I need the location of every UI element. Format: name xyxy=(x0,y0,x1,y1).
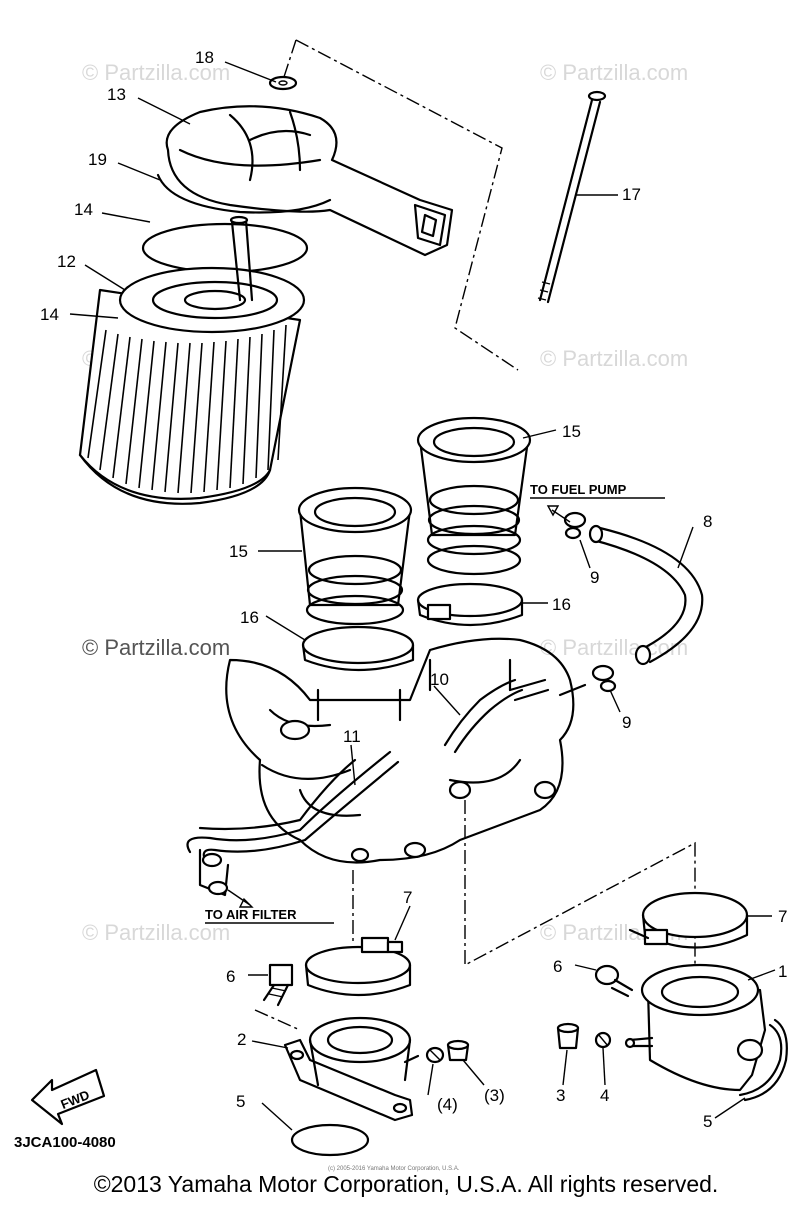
note-to-fuel-pump: TO FUEL PUMP xyxy=(530,482,665,499)
part-6-screw-left xyxy=(262,963,294,1007)
watermark: © Partzilla.com xyxy=(82,60,230,85)
to-air-filter-text: TO AIR FILTER xyxy=(205,907,297,922)
part-4-clip-left xyxy=(425,1046,445,1064)
part-2-carburetor-joint-left xyxy=(283,1016,420,1122)
tiny-copyright-notice: (c) 2005-2016 Yamaha Motor Corporation, … xyxy=(328,1166,460,1172)
watermark: © Partzilla.com xyxy=(82,635,230,660)
callout-7: 7 xyxy=(403,888,412,907)
diagram-code: 3JCA100-4080 xyxy=(14,1134,116,1151)
part-12-filter-element xyxy=(78,215,306,505)
part-3-cap-right xyxy=(556,1022,580,1050)
part-19-gasket xyxy=(156,173,332,214)
part-17-bolt xyxy=(537,90,607,304)
callout-5: 5 xyxy=(236,1092,245,1111)
note-to-air-filter: TO AIR FILTER xyxy=(205,907,334,924)
part-15-funnel-right xyxy=(416,416,532,576)
part-4-clip-right xyxy=(594,1031,612,1049)
callout-7: 7 xyxy=(778,907,787,926)
to-fuel-pump-text: TO FUEL PUMP xyxy=(530,482,627,497)
part-7-clamp-left xyxy=(304,936,412,997)
carburetor-assembly xyxy=(225,637,575,864)
part-16-clamp-left xyxy=(301,625,415,672)
callout-14: 14 xyxy=(40,305,59,324)
callout-9: 9 xyxy=(590,568,599,587)
callout-8: 8 xyxy=(703,512,712,531)
part-6-screw-right xyxy=(594,964,634,998)
callout-18: 18 xyxy=(195,48,214,67)
leader-lines xyxy=(69,61,776,1131)
callout-15: 15 xyxy=(562,422,581,441)
callout-9: 9 xyxy=(622,713,631,732)
callout-3-parenthesized: (3) xyxy=(484,1086,505,1105)
callout-13: 13 xyxy=(107,85,126,104)
callout-6: 6 xyxy=(553,957,562,976)
part-8-fuel-hose xyxy=(588,524,704,666)
part-10-hose xyxy=(443,678,524,754)
callout-10: 10 xyxy=(430,670,449,689)
callout-6: 6 xyxy=(226,967,235,986)
part-3-cap-left xyxy=(446,1039,470,1062)
part-14-o-ring-upper xyxy=(141,222,309,274)
part-5-o-ring-left xyxy=(290,1123,370,1157)
part-15-funnel-left xyxy=(297,486,413,626)
callout-14: 14 xyxy=(74,200,93,219)
callout-16: 16 xyxy=(240,608,259,627)
callout-2: 2 xyxy=(237,1030,246,1049)
part-9-clip-lower xyxy=(558,664,617,697)
part-1-carburetor-joint-right xyxy=(624,963,767,1092)
callout-labels: 18 13 19 14 12 14 17 15 15 8 9 16 16 10 … xyxy=(40,48,787,1131)
fwd-arrow: FWD xyxy=(30,1068,106,1126)
watermark: © Partzilla.com xyxy=(540,635,688,660)
watermark: © Partzilla.com xyxy=(540,60,688,85)
callout-4-parenthesized: (4) xyxy=(437,1095,458,1114)
part-7-clamp-right xyxy=(628,891,749,949)
watermark-layer: © Partzilla.com © Partzilla.com © Partzi… xyxy=(82,60,688,945)
callout-15: 15 xyxy=(229,542,248,561)
watermark: © Partzilla.com xyxy=(540,346,688,371)
part-11-hose xyxy=(186,750,400,897)
callout-3: 3 xyxy=(556,1086,565,1105)
callout-11: 11 xyxy=(343,727,361,746)
part-18-nut xyxy=(268,75,298,91)
callout-19: 19 xyxy=(88,150,107,169)
part-5-o-ring-right xyxy=(738,1018,788,1102)
callout-4: 4 xyxy=(600,1086,609,1105)
part-9-clip-upper xyxy=(563,511,587,540)
part-13-air-cleaner-cover xyxy=(165,105,454,257)
filter-pleats xyxy=(87,324,287,494)
callout-16: 16 xyxy=(552,595,571,614)
callout-12: 12 xyxy=(57,252,76,271)
watermark: © Partzilla.com xyxy=(82,920,230,945)
callout-5: 5 xyxy=(703,1112,712,1131)
direction-arrows xyxy=(227,505,571,908)
part-16-clamp-right xyxy=(416,582,524,627)
callout-17: 17 xyxy=(622,185,641,204)
callout-1: 1 xyxy=(778,962,787,981)
footer-copyright: ©2013 Yamaha Motor Corporation, U.S.A. A… xyxy=(94,1171,719,1197)
